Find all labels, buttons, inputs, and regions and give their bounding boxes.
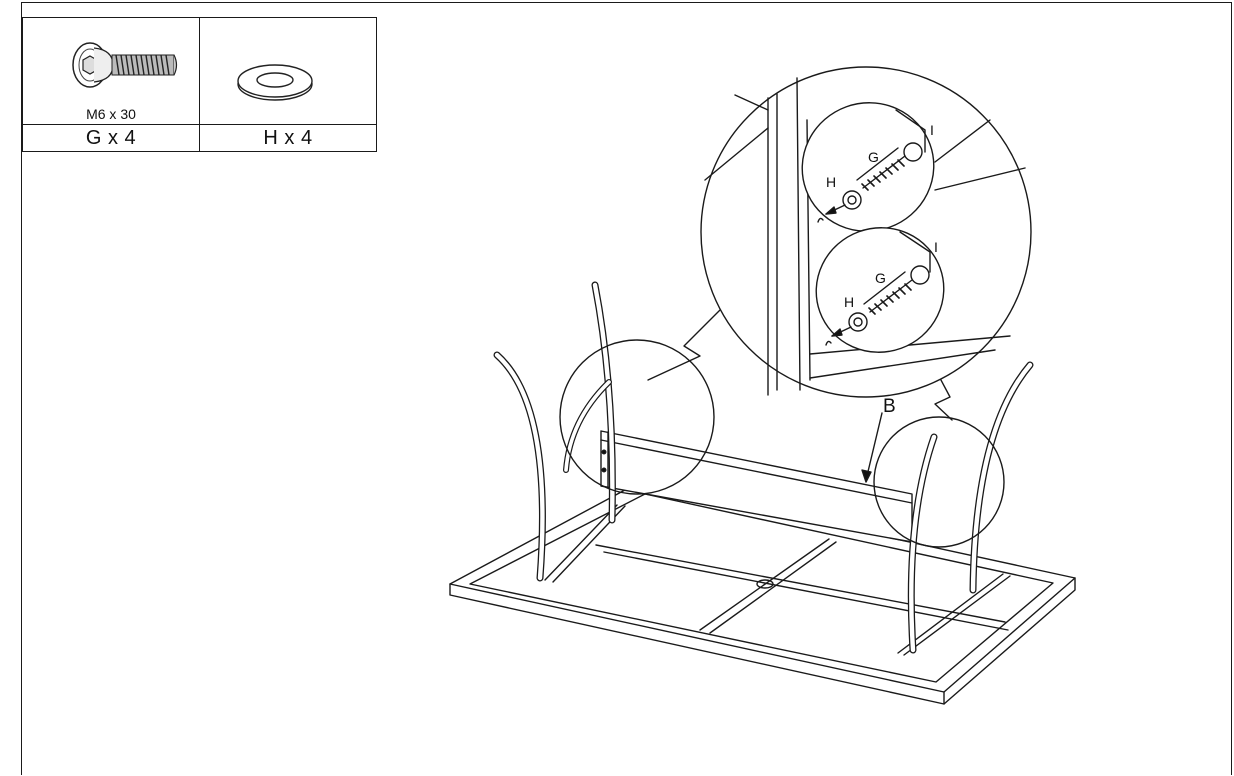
label-bottom-washer: H	[844, 294, 854, 310]
label-top-part: I	[930, 122, 934, 138]
part-cell-washer	[199, 17, 377, 125]
magnified-detail	[700, 66, 1032, 398]
washer-icon	[237, 64, 313, 101]
label-top-screw: G	[868, 149, 879, 165]
hardware-parts-table: M6 x 30 G x 4 H x 4	[22, 17, 377, 152]
part-cell-screw: M6 x 30	[22, 17, 200, 125]
label-rail-b: B	[883, 396, 896, 417]
leader-left	[647, 297, 733, 381]
left-legs	[493, 281, 616, 582]
screw-icon	[72, 42, 178, 88]
arrow-b-head	[861, 469, 872, 483]
arrow-b	[865, 412, 883, 481]
screw-spec: M6 x 30	[86, 106, 136, 122]
label-bottom-screw: G	[875, 270, 886, 286]
quantity-screw: G x 4	[22, 124, 200, 152]
detail-circle-right	[873, 416, 1005, 548]
quantity-washer: H x 4	[199, 124, 377, 152]
page-frame	[21, 2, 1232, 775]
label-top-washer: H	[826, 174, 836, 190]
right-legs	[907, 361, 1034, 654]
detail-circle-left	[559, 339, 715, 495]
label-bottom-part: I	[934, 239, 938, 255]
leader-right	[932, 364, 953, 421]
